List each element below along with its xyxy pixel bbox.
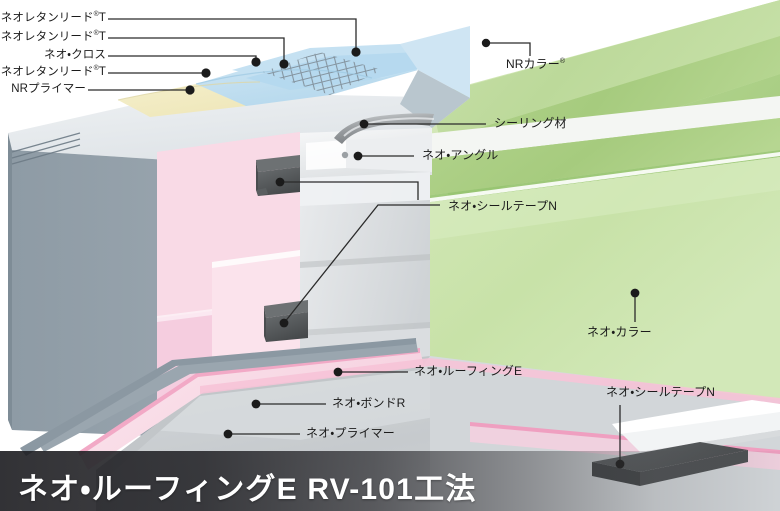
- label-neo-roofing-e: ネオ・ルーフィングE: [414, 364, 523, 378]
- dot-neo-roofing-e: [333, 367, 343, 377]
- neo-angle-bevel: [306, 140, 346, 170]
- label-neoretan-lead-t-1: ネオレタンリード®T: [0, 11, 106, 24]
- flashing-vertical-sheen: [300, 172, 430, 206]
- label-neo-seal-tape-n-2: ネオ・シールテープN: [606, 385, 716, 399]
- dot-neoretan-lead-t-2: [279, 59, 289, 69]
- dot-neo-cross: [251, 57, 261, 67]
- neo-seal-tape-n-upper-top: [256, 155, 300, 172]
- figure-title: ネオ・ルーフィングE RV-101工法: [18, 473, 477, 506]
- coating-right-tail: [400, 26, 470, 98]
- leader-neo-seal-tape-n-1: [280, 181, 419, 200]
- dot-neo-primer: [223, 429, 233, 439]
- label-neo-cross: ネオ・クロス: [43, 49, 106, 61]
- label-neo-seal-tape-n-1: ネオ・シールテープN: [448, 199, 558, 213]
- neo-primer-shadow: [20, 338, 416, 456]
- dot-nr-color: [481, 38, 491, 48]
- green-white-divider: [423, 152, 780, 203]
- label-neoretan-lead-t-2: ネオレタンリード®T: [0, 30, 106, 43]
- floor-pink-top-line: [200, 358, 780, 406]
- seal-tape-blocks: [256, 155, 308, 342]
- dot-neo-angle: [353, 151, 363, 161]
- neo-color-lower-sheen: [424, 157, 780, 240]
- label-neo-bond-r: ネオ・ボンドR: [332, 396, 406, 410]
- sealing-highlight-stripe: [416, 96, 780, 160]
- neo-bond-r-layer: [80, 350, 424, 470]
- label-neo-color: ネオ・カラー: [587, 325, 652, 339]
- label-neo-angle: ネオ・アングル: [422, 148, 499, 162]
- flashing-fold-line-2: [300, 322, 430, 336]
- label-neoretan-lead-t-3: ネオレタンリード®T: [0, 65, 106, 78]
- leader-neo-seal-tape-n-1b: [283, 204, 440, 324]
- neo-seal-tape-n-lower-body: [266, 312, 308, 342]
- nr-color-top-face: [430, 0, 780, 140]
- flashing-fold-line-1: [300, 254, 430, 268]
- leader-neoretan-lead-t-2: [108, 37, 285, 64]
- parapet-left-face: [8, 133, 12, 430]
- neo-seal-tape-n-upper-face: [256, 160, 258, 196]
- dot-neoretan-lead-t-1: [351, 47, 361, 57]
- lower-flashing-white-top: [612, 400, 780, 434]
- neo-seal-tape-n-lower-face: [264, 306, 266, 342]
- title-overlay-bar: [0, 451, 780, 511]
- dot-neo-color: [630, 288, 640, 298]
- sealing-bead: [334, 113, 434, 144]
- label-neo-primer: ネオ・プライマー: [306, 426, 395, 440]
- green-band-below-stripe: [420, 118, 780, 196]
- label-sealing: シーリング材: [494, 116, 567, 130]
- dot-nr-primer: [185, 85, 195, 95]
- label-nr-color: NRカラー®: [506, 57, 566, 71]
- angle-fastener-hole-1: [341, 151, 349, 159]
- dot-neo-bond-r: [251, 399, 261, 409]
- lower-flashing-white: [620, 408, 780, 452]
- neo-seal-tape-n-lower-top: [264, 300, 308, 318]
- parapet-top-slab: [8, 92, 470, 165]
- dot-neoretan-lead-t-3: [201, 68, 211, 78]
- leader-neoretan-lead-t-1: [108, 18, 357, 52]
- pink-inner-panel-edge: [212, 250, 300, 268]
- sealing-bead-highlight: [343, 117, 435, 137]
- leader-neo-cross: [108, 55, 257, 62]
- neo-angle-face: [346, 136, 432, 172]
- dot-neo-seal-tape-n-1b: [279, 318, 289, 328]
- leader-nr-color: [486, 42, 531, 56]
- neo-bond-r-line: [78, 348, 420, 456]
- coating-edge-wave: [195, 69, 373, 85]
- label-nr-primer: NRプライマー: [11, 83, 86, 95]
- parapet-grooves: [11, 132, 81, 165]
- neo-seal-tape-n-upper-bevel: [256, 188, 268, 196]
- primer-edge-wave: [117, 81, 261, 101]
- dot-neo-seal-tape-n-1: [275, 177, 285, 187]
- dot-sealing: [359, 119, 369, 129]
- neo-primer-layer: [36, 340, 418, 452]
